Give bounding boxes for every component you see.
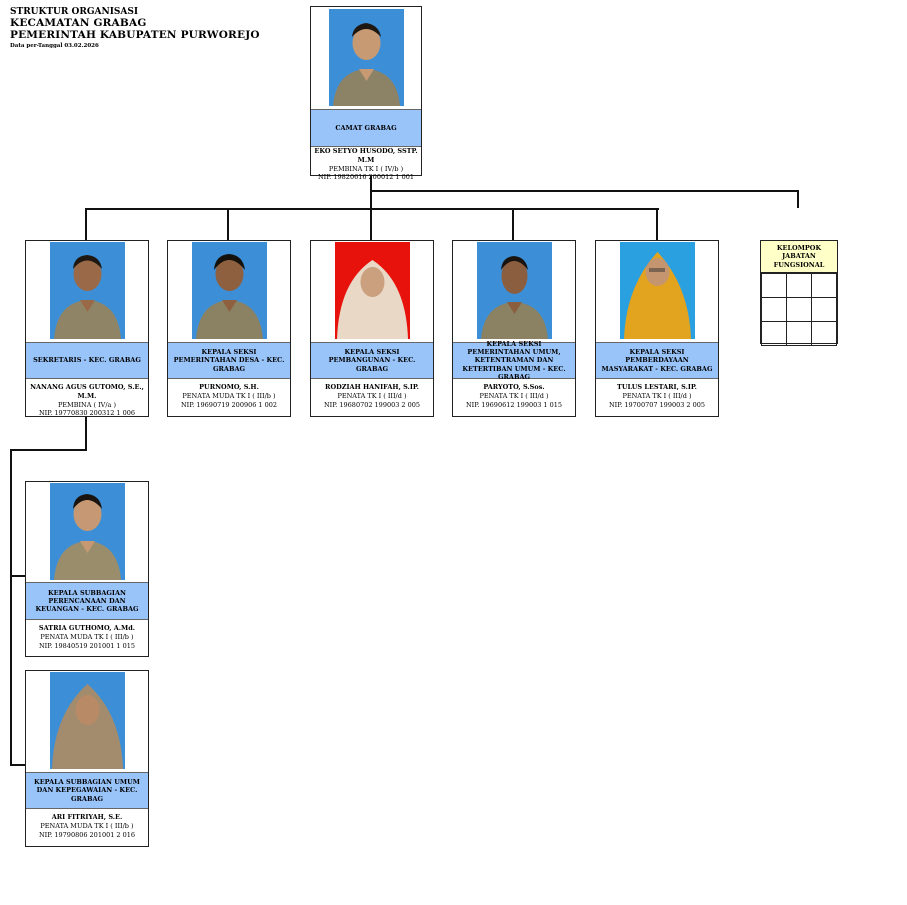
jabatan-camat: CAMAT GRABAG: [311, 109, 421, 147]
grid-cell: [761, 273, 787, 298]
nama-camat: EKO SETYO HUSODO, SSTP. M.M: [314, 147, 418, 164]
nip-kasi-umum: NIP. 19690612 199003 1 015: [465, 400, 563, 409]
card-kelompok-fungsional: KELOMPOK JABATAN FUNGSIONAL: [760, 240, 838, 346]
grid-cell: [811, 273, 837, 298]
jabatan-kasubag-perencanaan: KEPALA SUBBAGIAN PERENCANAAN DAN KEUANGA…: [26, 582, 148, 620]
pangkat-kasi-pembangunan: PENATA TK I ( III/d ): [337, 391, 407, 400]
fungsional-title: KELOMPOK JABATAN FUNGSIONAL: [761, 241, 837, 273]
nama-sekretaris: NANANG AGUS GUTOMO, S.E., M.M.: [30, 383, 144, 400]
connector-subbag1: [10, 575, 26, 577]
grid-cell: [761, 321, 787, 346]
header-date: Data per-Tanggal 03.02.2026: [10, 43, 99, 50]
pangkat-kasubag-perencanaan: PENATA MUDA TK I ( III/b ): [40, 632, 134, 641]
pangkat-kasi-pemberdayaan: PENATA TK I ( III/d ): [622, 391, 692, 400]
nip-kasi-pemerintahan: NIP. 19690719 200906 1 002: [180, 400, 278, 409]
photo-kasi-pembangunan: [335, 242, 410, 339]
nama-kasi-pembangunan: RODZIAH HANIFAH, S.IP.: [325, 383, 419, 391]
nip-kasi-pemberdayaan: NIP. 19700707 199003 2 005: [608, 400, 706, 409]
nama-kasubag-perencanaan: SATRIA GUTHOMO, A.Md.: [38, 624, 136, 632]
photo-sekretaris: [50, 242, 125, 339]
photo-kasi-umum: [477, 242, 552, 339]
card-kasubag-umum: KEPALA SUBBAGIAN UMUM DAN KEPEGAWAIAN - …: [25, 670, 149, 847]
pangkat-camat: PEMBINA TK I ( IV/b ): [328, 164, 404, 173]
card-camat: CAMAT GRABAG EKO SETYO HUSODO, SSTP. M.M…: [310, 6, 422, 181]
connector-subbag2: [10, 764, 26, 766]
card-kasubag-perencanaan: KEPALA SUBBAGIAN PERENCANAAN DAN KEUANGA…: [25, 481, 149, 657]
grid-cell: [761, 297, 787, 322]
nip-camat: NIP. 19820616 200012 1 001: [317, 173, 415, 182]
connector-subbag-vertical: [10, 449, 12, 765]
nip-sekretaris: NIP. 19770830 200312 1 006: [38, 409, 136, 418]
jabatan-kasubag-umum: KEPALA SUBBAGIAN UMUM DAN KEPEGAWAIAN - …: [26, 772, 148, 809]
fungsional-grid: [761, 273, 837, 346]
photo-kasi-pemerintahan: [192, 242, 267, 339]
grid-cell: [786, 297, 812, 322]
photo-kasi-pemberdayaan: [620, 242, 695, 339]
pangkat-kasi-pemerintahan: PENATA MUDA TK I ( III/b ): [182, 391, 276, 400]
pangkat-sekretaris: PEMBINA ( IV/a ): [57, 400, 117, 409]
header-subtitle-kecamatan: KECAMATAN GRABAG: [10, 17, 147, 30]
grid-cell: [811, 321, 837, 346]
nip-kasubag-umum: NIP. 19790806 201001 2 016: [38, 830, 136, 839]
card-kasi-umum: KEPALA SEKSI PEMERINTAHAN UMUM, KETENTRA…: [452, 240, 576, 417]
connector-drop-pemerintahan: [227, 208, 229, 241]
jabatan-kasi-umum: KEPALA SEKSI PEMERINTAHAN UMUM, KETENTRA…: [453, 340, 575, 381]
jabatan-kasi-pemerintahan: KEPALA SEKSI PEMERINTAHAN DESA - KEC. GR…: [168, 342, 290, 379]
connector-sekretaris-left: [10, 449, 87, 451]
jabatan-sekretaris: SEKRETARIS - KEC. GRABAG: [26, 342, 148, 379]
header-subtitle-kabupaten: PEMERINTAH KABUPATEN PURWOREJO: [10, 29, 260, 42]
pangkat-kasubag-umum: PENATA MUDA TK I ( III/b ): [40, 821, 134, 830]
jabatan-kasi-pembangunan: KEPALA SEKSI PEMBANGUNAN - KEC. GRABAG: [311, 342, 433, 379]
jabatan-kasi-pemberdayaan: KEPALA SEKSI PEMBERDAYAAN MASYARAKAT - K…: [596, 342, 718, 379]
photo-kasubag-perencanaan: [50, 483, 125, 580]
connector-fungsional-branch: [371, 190, 798, 192]
nama-kasi-pemberdayaan: TULUS LESTARI, S.IP.: [617, 383, 697, 391]
card-kasi-pembangunan: KEPALA SEKSI PEMBANGUNAN - KEC. GRABAG R…: [310, 240, 434, 417]
connector-horizontal-bar: [85, 208, 659, 210]
card-kasi-pemerintahan: KEPALA SEKSI PEMERINTAHAN DESA - KEC. GR…: [167, 240, 291, 417]
nip-kasi-pembangunan: NIP. 19680702 199003 2 005: [323, 400, 421, 409]
connector-drop-pemberdayaan: [656, 208, 658, 241]
grid-cell: [786, 273, 812, 298]
connector-drop-sekretaris: [85, 208, 87, 241]
card-kasi-pemberdayaan: KEPALA SEKSI PEMBERDAYAAN MASYARAKAT - K…: [595, 240, 719, 417]
header-title: STRUKTUR ORGANISASI: [10, 7, 139, 17]
nip-kasubag-perencanaan: NIP. 19840519 201001 1 015: [38, 641, 136, 650]
nama-kasi-umum: PARYOTO, S.Sos.: [483, 383, 545, 391]
nama-kasi-pemerintahan: PURNOMO, S.H.: [199, 383, 259, 391]
connector-camat-down: [370, 176, 372, 209]
grid-cell: [811, 297, 837, 322]
connector-sekretaris-down: [85, 416, 87, 450]
photo-camat: [329, 9, 404, 106]
pangkat-kasi-umum: PENATA TK I ( III/d ): [479, 391, 549, 400]
photo-kasubag-umum: [50, 672, 125, 769]
connector-drop-pembangunan: [370, 208, 372, 241]
nama-kasubag-umum: ARI FITRIYAH, S.E.: [51, 813, 123, 821]
card-sekretaris: SEKRETARIS - KEC. GRABAG NANANG AGUS GUT…: [25, 240, 149, 417]
connector-drop-umum: [512, 208, 514, 241]
grid-cell: [786, 321, 812, 346]
chart-header: STRUKTUR ORGANISASI KECAMATAN GRABAG PEM…: [10, 7, 260, 50]
connector-fungsional-drop: [797, 190, 799, 208]
